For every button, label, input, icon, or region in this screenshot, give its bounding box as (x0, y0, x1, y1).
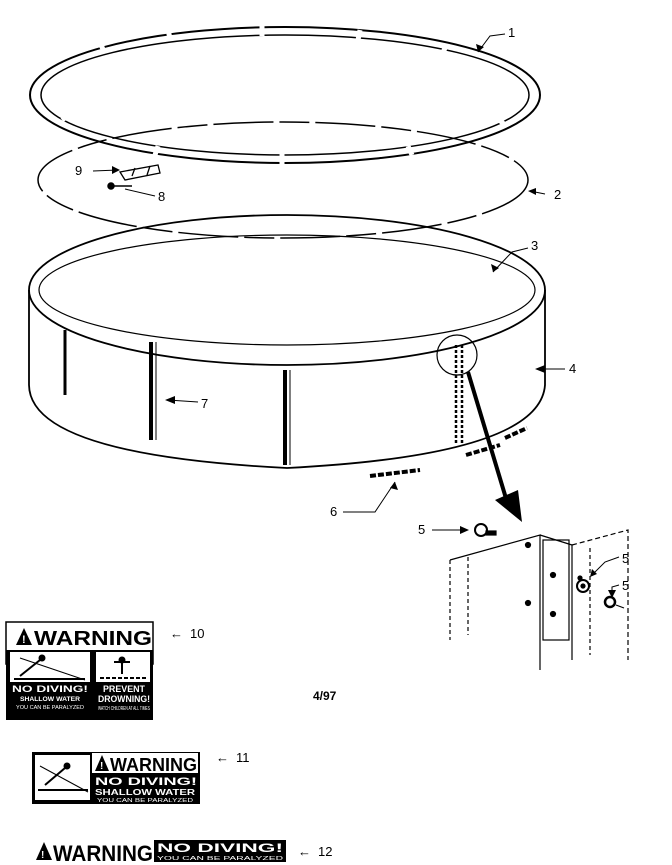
svg-text:!: ! (22, 634, 26, 646)
callout-5c: 5 (622, 578, 629, 593)
swimmer-icon (100, 656, 146, 679)
diver-icon (38, 762, 89, 793)
warning-label-12: ! WARNING NO DIVING! YOU CAN BE PARALYZE… (36, 840, 286, 865)
svg-text:!: ! (41, 850, 44, 861)
callout-7: 7 (201, 396, 208, 411)
callout-1: 1 (508, 25, 515, 40)
callout-2: 2 (554, 187, 561, 202)
detail-magnifier (436, 334, 478, 376)
bottom-track (369, 426, 528, 478)
warning-triangle-icon (95, 755, 109, 771)
callout-5a: 5 (418, 522, 425, 537)
callout-12-arrow: ← (298, 844, 311, 859)
callout-4: 4 (569, 361, 576, 376)
label-10-watch: WATCH CHILDREN AT ALL TIMES (98, 706, 150, 712)
arrow-heads (112, 44, 616, 598)
callout-10: 10 (190, 626, 204, 641)
screw (107, 182, 132, 190)
wall-joint-detail (449, 523, 629, 670)
leader-lines (92, 33, 620, 596)
callout-6: 6 (330, 504, 337, 519)
label-11-shallow: SHALLOW WATER (95, 788, 195, 797)
label-10-no-diving: NO DIVING! (12, 684, 88, 694)
top-rail-ring (29, 26, 541, 164)
label-11-warning: WARNING (110, 755, 197, 775)
label-10-paralyzed: YOU CAN BE PARALYZED (16, 705, 84, 711)
label-10-prevent: PREVENT (103, 684, 145, 694)
warning-triangle-icon (16, 628, 32, 645)
diver-icon (14, 654, 86, 681)
warning-label-11: ! WARNING NO DIVING! SHALLOW WATER YOU C… (32, 752, 200, 804)
wall-uprights (63, 330, 464, 465)
label-12-warning: WARNING (53, 841, 153, 865)
pool-wall (28, 214, 546, 469)
revision-date: 4/97 (313, 689, 337, 703)
label-12-paralyzed: YOU CAN BE PARALYZED (157, 856, 284, 862)
callout-12: 12 (318, 844, 332, 859)
label-12-no-diving: NO DIVING! (157, 841, 283, 855)
label-11-no-diving: NO DIVING! (95, 776, 197, 788)
callout-11-arrow: ← (216, 750, 229, 765)
label-11-paralyzed: YOU CAN BE PARALYZED (97, 798, 194, 804)
callout-3: 3 (531, 238, 538, 253)
warning-triangle-icon (36, 842, 52, 860)
label-10-warning: WARNING (34, 628, 152, 650)
callout-5b: 5 (622, 551, 629, 566)
callout-10-arrow: ← (170, 626, 183, 641)
callout-8: 8 (158, 189, 165, 204)
pool-liner (37, 121, 529, 239)
callout-9: 9 (75, 163, 82, 178)
label-10-shallow: SHALLOW WATER (20, 697, 81, 703)
label-10-drowning: DROWNING! (98, 694, 150, 704)
warning-label-10: ! WARNING NO DIVING! SHALLOW WATER YOU C… (5, 621, 154, 720)
callout-numbers: 1 2 3 4 5 5 5 6 7 8 9 (75, 25, 629, 593)
detail-arrow (466, 371, 522, 522)
top-plate-clip (118, 164, 161, 181)
callout-11: 11 (236, 750, 250, 765)
svg-text:!: ! (100, 761, 103, 772)
